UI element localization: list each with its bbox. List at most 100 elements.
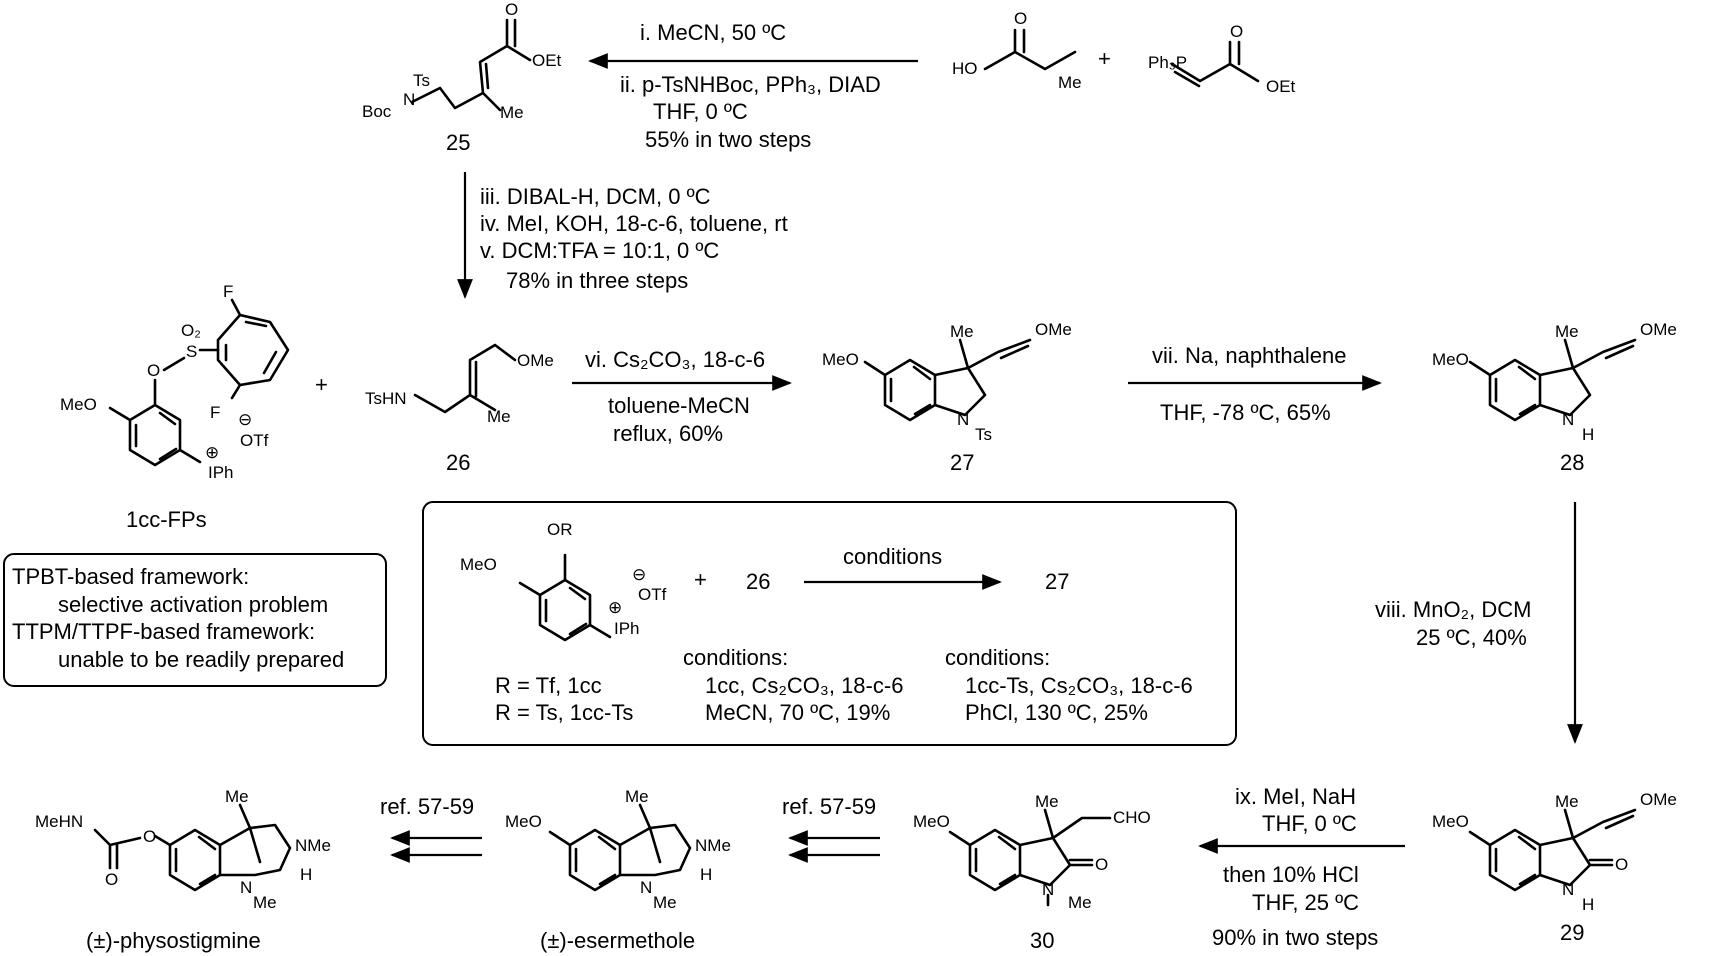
condition-text: reflux, 60% [613,421,723,446]
atom-label: MeO [60,395,97,414]
atom-label: N [1042,880,1054,899]
atom-label: Me [950,322,974,341]
condition-text: 25 ºC, 40% [1416,625,1527,650]
atom-label: O [1615,855,1628,874]
condition-text: then 10% HCl [1223,862,1359,887]
condition-text: ix. MeI, NaH [1235,784,1356,809]
atom-label: N [640,878,652,897]
atom-label: N [957,410,969,429]
atom-label: Me [1058,73,1082,92]
atom-label: Me [1035,792,1059,811]
atom-label: Me [253,893,277,912]
atom-label: OTf [240,431,269,450]
atom-label: H [1582,895,1594,914]
atom-label: F [210,403,220,422]
atom-label: Ts [975,425,992,444]
condition-text: THF, 0 ºC [653,99,748,124]
atom-label: Ts [413,71,430,90]
atom-label: N [1562,410,1574,429]
compound-28-structure: Me OMe MeO N H [1432,320,1677,444]
atom-label: H [700,865,712,884]
inset-text: 1cc-Ts, Cs₂CO₃, 18-c-6 [965,673,1193,698]
condition-text: v. DCM:TFA = 10:1, 0 ºC [480,238,719,263]
atom-label: Me [225,787,249,806]
note-text: TPBT-based framework: [12,564,249,589]
condition-text: THF, 25 ºC [1252,890,1359,915]
atom-label: O₂ [181,321,201,340]
hydroxyacetone-structure: HO O Me [952,9,1082,92]
inset-text: conditions: [945,645,1050,670]
plus-sign: + [315,372,328,397]
atom-label: Ph₃P [1148,53,1187,72]
atom-label: O [1230,22,1243,41]
compound-label: 1cc-FPs [126,507,207,532]
compound-label: 27 [950,450,974,475]
inset-text: 1cc, Cs₂CO₃, 18-c-6 [705,673,903,698]
atom-label: Me [1555,792,1579,811]
atom-label: MeO [505,812,542,831]
condition-text: toluene-MeCN [608,393,750,418]
atom-label: CHO [1113,808,1151,827]
condition-text: conditions [843,544,942,569]
condition-text: ref. 57-59 [782,794,876,819]
compound-label: 27 [1045,569,1069,594]
note-box [3,553,387,687]
atom-label: F [223,282,233,301]
note-text: unable to be readily prepared [58,647,344,672]
inset-aryl-iodonium-structure: OR MeO ⊖ OTf ⊕ IPh [460,520,667,642]
condition-text: 55% in two steps [645,127,811,152]
atom-label: IPh [614,619,640,638]
condition-text: vi. Cs₂CO₃, 18-c-6 [585,347,765,372]
atom-label: HO [952,59,978,78]
atom-label: ⊕ [205,443,219,462]
inset-box [422,501,1237,746]
atom-label: OEt [532,51,562,70]
atom-label: MeO [822,350,859,369]
ylide-structure: Ph₃P O OEt [1148,22,1296,96]
compound-label: 30 [1030,928,1054,953]
compound-30-structure: Me CHO MeO O N Me [913,792,1151,912]
atom-label: MeO [913,812,950,831]
atom-label: Me [1555,322,1579,341]
atom-label: O [505,0,518,19]
condition-text: iv. MeI, KOH, 18-c-6, toluene, rt [480,211,788,236]
atom-label: OMe [1640,790,1677,809]
compound-label: 26 [746,569,770,594]
atom-label: ⊖ [238,410,252,429]
atom-label: ⊖ [632,565,646,584]
atom-label: O [1014,9,1027,28]
atom-label: OEt [1266,77,1296,96]
atom-label: O [1095,855,1108,874]
atom-label: Me [500,103,524,122]
atom-label: O [105,870,118,889]
condition-text: i. MeCN, 50 ºC [640,20,786,45]
atom-label: OMe [517,351,554,370]
atom-label: MeHN [35,812,83,831]
compound-29-structure: Me OMe MeO O N H [1432,790,1677,914]
atom-label: Me [653,893,677,912]
atom-label: NMe [695,836,731,855]
atom-label: Me [487,407,511,426]
atom-label: O [143,827,156,846]
condition-text: viii. MnO₂, DCM [1375,597,1531,622]
compound-label: 28 [1560,450,1584,475]
condition-text: 78% in three steps [506,268,688,293]
esermethole-structure: Me MeO NMe N Me H [505,787,731,912]
atom-label: TsHN [365,389,407,408]
atom-label: N [1562,880,1574,899]
condition-text: 90% in two steps [1212,925,1378,950]
atom-label: S [186,342,197,361]
condition-text: ref. 57-59 [380,794,474,819]
note-text: TTPM/TTPF-based framework: [12,619,315,644]
atom-label: MeO [460,555,497,574]
condition-text: THF, 0 ºC [1262,811,1357,836]
compound-label: (±)-esermethole [540,928,695,953]
physostigmine-structure: Me MeHN O O NMe N Me H [35,787,331,912]
inset-text: R = Tf, 1cc [495,673,602,698]
atom-label: OR [547,520,573,539]
atom-label: Me [1068,893,1092,912]
atom-label: OTf [638,585,667,604]
compound-label: 25 [446,130,470,155]
note-text: selective activation problem [58,592,328,617]
